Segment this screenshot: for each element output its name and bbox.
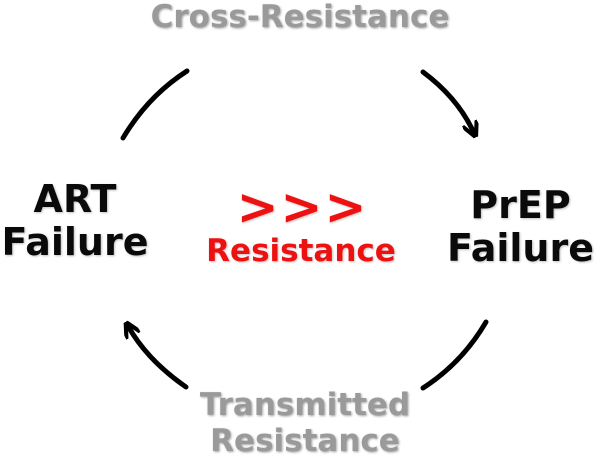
- transmitted-resistance-line1: Transmitted: [199, 387, 411, 423]
- art-failure-line2: Failure: [1, 219, 149, 264]
- arc-bottom-right: [420, 319, 489, 391]
- arc-top-right-arrow: [420, 69, 474, 133]
- arc-top-left: [120, 68, 190, 141]
- art-failure-line1: ART: [33, 177, 117, 221]
- center-resistance-label: Resistance: [206, 233, 396, 269]
- prep-failure-line2: Failure: [447, 225, 594, 270]
- resistance-chevrons: >>>: [236, 178, 369, 236]
- arc-bottom-left-arrow: [128, 326, 189, 390]
- prep-failure-line1: PrEP: [470, 183, 571, 227]
- transmitted-resistance-line2: Resistance: [210, 422, 400, 459]
- prep-failure-label: PrEP Failure: [440, 184, 601, 269]
- transmitted-resistance-label: Transmitted Resistance: [165, 387, 445, 459]
- art-failure-label: ART Failure: [0, 178, 150, 263]
- cross-resistance-label: Cross-Resistance: [150, 0, 450, 35]
